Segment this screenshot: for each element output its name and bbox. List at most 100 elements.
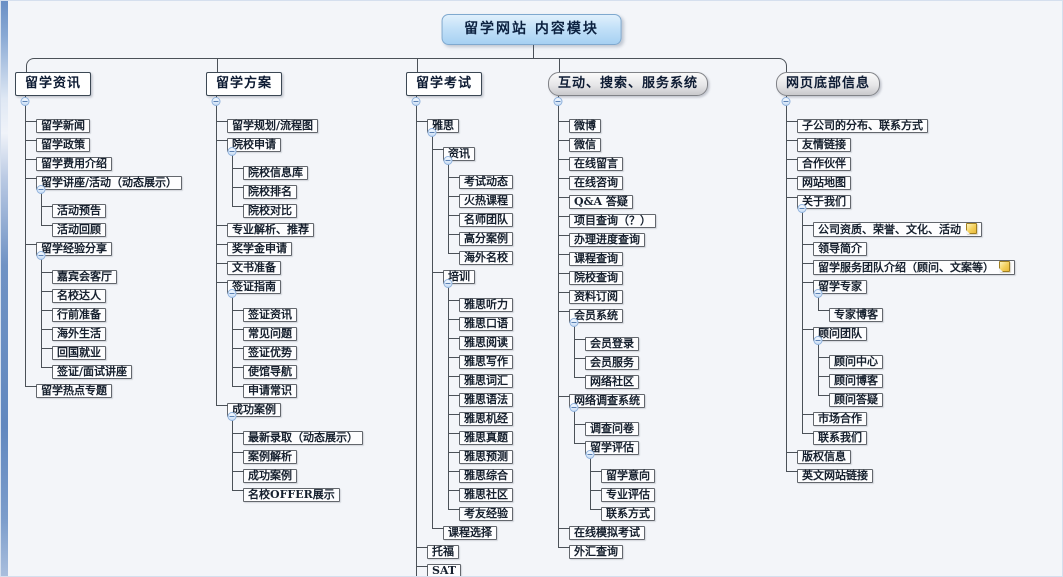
- collapse-minus-icon[interactable]: [813, 289, 823, 298]
- mindmap-node[interactable]: 联系方式: [601, 507, 655, 521]
- collapse-minus-icon[interactable]: [569, 403, 579, 412]
- mindmap-node[interactable]: 奖学金申请: [227, 242, 292, 256]
- mindmap-node[interactable]: 调查问卷: [585, 422, 639, 436]
- mindmap-node[interactable]: 常见问题: [243, 327, 297, 341]
- collapse-minus-icon[interactable]: [20, 97, 30, 106]
- mindmap-node[interactable]: 留学费用介绍: [36, 157, 112, 171]
- collapse-minus-icon[interactable]: [585, 450, 595, 459]
- mindmap-node[interactable]: 课程查询: [569, 252, 623, 266]
- branch-topic-2[interactable]: 留学考试: [406, 72, 483, 96]
- mindmap-node[interactable]: 签证资讯: [243, 308, 297, 322]
- mindmap-node[interactable]: 雅思预测: [459, 450, 513, 464]
- mindmap-node[interactable]: 留学新闻: [36, 119, 90, 133]
- mindmap-node[interactable]: 雅思综合: [459, 469, 513, 483]
- mindmap-node[interactable]: 微博: [569, 119, 601, 133]
- collapse-minus-icon[interactable]: [427, 128, 437, 137]
- mindmap-node[interactable]: 最新录取（动态展示）: [243, 431, 363, 445]
- mindmap-node[interactable]: 市场合作: [813, 412, 867, 426]
- collapse-minus-icon[interactable]: [211, 97, 221, 106]
- mindmap-node[interactable]: 海外生活: [52, 327, 106, 341]
- mindmap-node[interactable]: 公司资质、荣誉、文化、活动: [813, 222, 982, 237]
- collapse-minus-icon[interactable]: [553, 97, 563, 106]
- branch-topic-3[interactable]: 互动、搜索、服务系统: [548, 72, 709, 96]
- mindmap-node[interactable]: 签证优势: [243, 346, 297, 360]
- mindmap-node[interactable]: 英文网站链接: [797, 469, 873, 483]
- mindmap-node[interactable]: 案例解析: [243, 450, 297, 464]
- mindmap-node[interactable]: 留学服务团队介绍（顾问、文案等）: [813, 260, 1015, 275]
- mindmap-node[interactable]: 雅思真题: [459, 431, 513, 445]
- mindmap-node[interactable]: 课程选择: [443, 526, 497, 540]
- mindmap-node[interactable]: 院校申请: [227, 138, 281, 152]
- mindmap-node[interactable]: 雅思机经: [459, 412, 513, 426]
- branch-topic-4[interactable]: 网页底部信息: [776, 72, 881, 96]
- mindmap-node[interactable]: 联系我们: [813, 431, 867, 445]
- mindmap-node[interactable]: 外汇查询: [569, 545, 623, 559]
- mindmap-node[interactable]: 托福: [427, 545, 459, 559]
- collapse-minus-icon[interactable]: [227, 412, 237, 421]
- mindmap-node[interactable]: 成功案例: [243, 469, 297, 483]
- mindmap-node[interactable]: 院校排名: [243, 185, 297, 199]
- mindmap-node[interactable]: 雅思口语: [459, 317, 513, 331]
- mindmap-node[interactable]: 名校达人: [52, 289, 106, 303]
- mindmap-node[interactable]: 办理进度查询: [569, 233, 645, 247]
- collapse-minus-icon[interactable]: [781, 97, 791, 106]
- mindmap-node[interactable]: 版权信息: [797, 450, 851, 464]
- mindmap-node[interactable]: 网络调查系统: [569, 394, 645, 408]
- window-left-scroll-strip[interactable]: [1, 1, 8, 576]
- mindmap-node[interactable]: 专业解析、推荐: [227, 223, 314, 237]
- collapse-minus-icon[interactable]: [36, 185, 46, 194]
- mindmap-node[interactable]: 留学热点专题: [36, 384, 112, 398]
- mindmap-node[interactable]: 友情链接: [797, 138, 851, 152]
- mindmap-node[interactable]: 留学专家: [813, 280, 867, 294]
- mindmap-node[interactable]: 在线咨询: [569, 176, 623, 190]
- mindmap-node[interactable]: 嘉宾会客厅: [52, 270, 117, 284]
- mindmap-node[interactable]: 雅思阅读: [459, 336, 513, 350]
- mindmap-node[interactable]: 院校信息库: [243, 166, 308, 180]
- collapse-minus-icon[interactable]: [227, 289, 237, 298]
- mindmap-node[interactable]: 回国就业: [52, 346, 106, 360]
- mindmap-node[interactable]: 在线留言: [569, 157, 623, 171]
- mindmap-node[interactable]: 资料订阅: [569, 290, 623, 304]
- branch-topic-1[interactable]: 留学方案: [206, 72, 283, 96]
- mindmap-node[interactable]: 网络社区: [585, 375, 639, 389]
- mindmap-node[interactable]: 雅思语法: [459, 393, 513, 407]
- collapse-minus-icon[interactable]: [797, 204, 807, 213]
- mindmap-node[interactable]: 海外名校: [459, 251, 513, 265]
- mindmap-node[interactable]: 雅思词汇: [459, 374, 513, 388]
- mindmap-node[interactable]: 名师团队: [459, 213, 513, 227]
- mindmap-node[interactable]: 留学经验分享: [36, 242, 112, 256]
- mindmap-node[interactable]: 留学讲座/活动（动态展示）: [36, 176, 183, 190]
- mindmap-node[interactable]: 留学政策: [36, 138, 90, 152]
- collapse-minus-icon[interactable]: [411, 97, 421, 106]
- collapse-minus-icon[interactable]: [569, 318, 579, 327]
- mindmap-node[interactable]: 雅思听力: [459, 298, 513, 312]
- mindmap-node[interactable]: 院校查询: [569, 271, 623, 285]
- mindmap-node[interactable]: 文书准备: [227, 261, 281, 275]
- mindmap-node[interactable]: 雅思社区: [459, 488, 513, 502]
- note-icon[interactable]: [999, 261, 1010, 272]
- mindmap-node[interactable]: SAT: [427, 564, 462, 576]
- mindmap-node[interactable]: 高分案例: [459, 232, 513, 246]
- mindmap-node[interactable]: 活动回顾: [52, 223, 106, 237]
- mindmap-node[interactable]: 专家博客: [829, 308, 883, 322]
- mindmap-node[interactable]: 顾问博客: [829, 374, 883, 388]
- mindmap-node[interactable]: 签证指南: [227, 280, 281, 294]
- mindmap-node[interactable]: 合作伙伴: [797, 157, 851, 171]
- collapse-minus-icon[interactable]: [443, 279, 453, 288]
- mindmap-node[interactable]: 会员服务: [585, 356, 639, 370]
- note-icon[interactable]: [966, 223, 977, 234]
- mindmap-node[interactable]: 专业评估: [601, 488, 655, 502]
- mindmap-node[interactable]: 申请常识: [243, 384, 297, 398]
- mindmap-node[interactable]: 顾问团队: [813, 327, 867, 341]
- mindmap-node[interactable]: 雅思写作: [459, 355, 513, 369]
- mindmap-node[interactable]: 考试动态: [459, 175, 513, 189]
- mindmap-node[interactable]: 项目查询（？）: [569, 214, 656, 228]
- branch-topic-0[interactable]: 留学资讯: [15, 72, 92, 96]
- mindmap-node[interactable]: 网站地图: [797, 176, 851, 190]
- collapse-minus-icon[interactable]: [443, 156, 453, 165]
- mindmap-node[interactable]: 会员登录: [585, 337, 639, 351]
- mindmap-node[interactable]: 火热课程: [459, 194, 513, 208]
- mindmap-node[interactable]: 留学意向: [601, 469, 655, 483]
- mindmap-node[interactable]: 考友经验: [459, 507, 513, 521]
- mindmap-node[interactable]: 子公司的分布、联系方式: [797, 119, 928, 133]
